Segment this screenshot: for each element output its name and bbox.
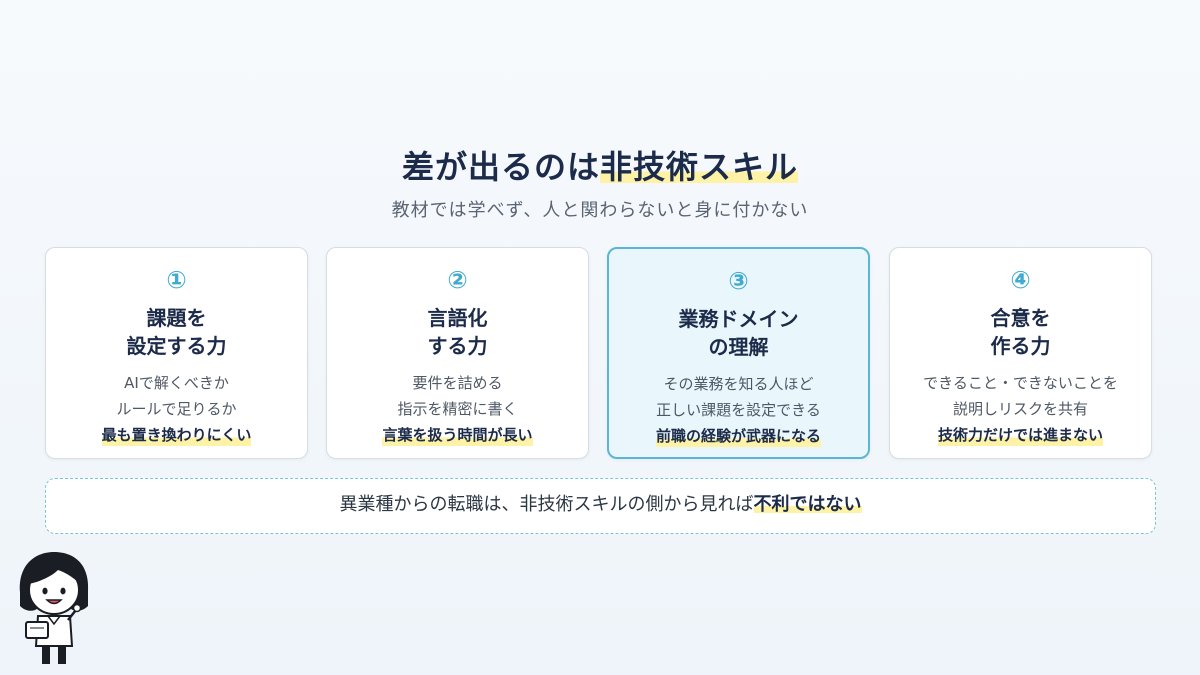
title-text: 差が出るのは非技術スキル [401,142,799,188]
skill-card-1: ① 課題を 設定する力 AIで解くべきか ルールで足りるか 最も置き換わりにくい [45,247,308,459]
card-body-line2: 正しい課題を設定できる [656,401,821,419]
card-body: その業務を知る人ほど 正しい課題を設定できる 前職の経験が武器になる [609,371,868,449]
card-emphasis: 言葉を扱う時間が長い [382,422,533,448]
card-body-line1: AIで解くべきか [124,374,229,392]
card-emphasis: 前職の経験が武器になる [655,423,821,449]
card-body-line1: 要件を詰める [412,374,503,392]
subtitle: 教材では学べず、人と関わらないと身に付かない [391,200,809,221]
skill-cards: ① 課題を 設定する力 AIで解くべきか ルールで足りるか 最も置き換わりにくい… [45,247,1156,461]
conclusion-text: 異業種からの転職は、非技術スキルの側から見れば [339,494,754,515]
card-emphasis: 技術力だけでは進まない [937,422,1103,448]
card-title-line2: する力 [427,334,488,358]
card-title-line2: 設定する力 [126,334,227,358]
mascot-character-icon [14,550,94,668]
card-body: AIで解くべきか ルールで足りるか 最も置き換わりにくい [46,370,307,448]
card-body-line2: 説明しリスクを共有 [952,400,1088,418]
slide-title: 差が出るのは非技術スキル [0,142,1200,188]
card-number: ② [447,266,468,294]
card-title-line2: の理解 [708,335,769,359]
card-title: 言語化 する力 [327,304,588,360]
title-prefix: 差が出るのは [401,148,600,186]
conclusion-box: 異業種からの転職は、非技術スキルの側から見れば不利ではない [45,478,1156,534]
card-body-line1: できること・できないことを [923,374,1118,392]
card-number: ④ [1010,266,1031,294]
card-title-line2: 作る力 [990,334,1051,358]
card-emphasis: 最も置き換わりにくい [101,422,252,448]
skill-card-2: ② 言語化 する力 要件を詰める 指示を精密に書く 言葉を扱う時間が長い [326,247,589,459]
card-title: 課題を 設定する力 [46,304,307,360]
conclusion-highlight: 不利ではない [753,494,862,515]
card-body-line2: ルールで足りるか [116,400,237,418]
card-title-line1: 言語化 [427,306,488,330]
skill-card-3-highlighted: ③ 業務ドメイン の理解 その業務を知る人ほど 正しい課題を設定できる 前職の経… [607,247,870,459]
card-number: ③ [728,267,749,295]
skill-card-4: ④ 合意を 作る力 できること・できないことを 説明しリスクを共有 技術力だけで… [889,247,1152,459]
card-title-line1: 合意を [990,306,1051,330]
title-highlight: 非技術スキル [600,148,799,186]
card-body: 要件を詰める 指示を精密に書く 言葉を扱う時間が長い [327,370,588,448]
card-title: 合意を 作る力 [890,304,1151,360]
card-body-line1: その業務を知る人ほど [663,375,814,393]
card-body-line2: 指示を精密に書く [397,400,518,418]
card-title-line1: 課題を [146,306,207,330]
card-body: できること・できないことを 説明しリスクを共有 技術力だけでは進まない [890,370,1151,448]
card-title: 業務ドメイン の理解 [609,305,868,361]
card-number: ① [166,266,187,294]
card-title-line1: 業務ドメイン [678,307,799,331]
